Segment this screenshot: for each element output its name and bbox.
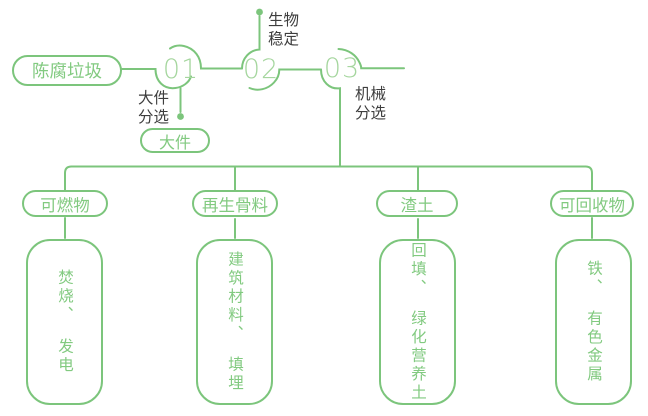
output-text-segment: 发电 [56,337,75,375]
flow-line-source-to-01 [121,68,192,90]
output-text-segment: 填埋 [226,356,245,394]
step-label-bio-stabilization: 生物 稳定 [268,11,299,49]
branch-bar [64,165,593,191]
output-text-segment: 回填、 [409,241,428,298]
output-text-segment: 有色金属 [585,310,604,384]
output-text-segment: 建筑材料、 [226,250,245,344]
step-label-line: 机械 [355,85,387,103]
flow-line-01-to-02 [169,44,243,70]
category-label: 渣土 [400,195,434,215]
output-node-combustibles: 焚烧、 发电 [26,239,103,405]
step-label-line: 分选 [138,108,170,126]
bulky-item-node: 大件 [140,128,210,153]
category-label: 再生骨料 [202,195,268,215]
step-label-line: 大件 [138,89,170,107]
flow-line-03-branch-down [320,68,341,168]
output-text-segment: 焚烧、 [56,269,75,325]
output-node-slag-soil: 回填、 绿化营养土 [379,239,456,405]
step-label-line: 稳定 [268,30,300,48]
bulky-branch-dot [177,113,184,120]
step-label-line: 生物 [268,11,300,29]
step-number-02: 02 [242,54,280,85]
output-text-segment: 绿化营养土 [409,310,428,403]
step-number-03: 03 [323,53,361,84]
flow-line-03-tail [337,48,405,70]
output-node-recycled-aggregate: 建筑材料、 填埋 [196,239,273,405]
step-label-bulky-sorting: 大件 分选 [138,89,169,127]
category-label: 可燃物 [40,195,90,215]
step-label-line: 分选 [355,104,387,122]
category-node-slag-soil: 渣土 [376,190,458,217]
source-node-label: 陈腐垃圾 [32,62,102,82]
output-text-segment: 铁、 [585,260,604,297]
category-label: 可回收物 [559,195,625,215]
source-node: 陈腐垃圾 [12,55,122,86]
bio-branch-dot [256,8,263,16]
output-node-recyclables: 铁、 有色金属 [555,239,632,405]
step-label-mechanical-sorting: 机械 分选 [355,85,386,123]
category-node-recyclables: 可回收物 [550,190,634,217]
bulky-item-label: 大件 [158,132,191,152]
category-node-combustibles: 可燃物 [22,190,108,217]
step-number-01: 01 [162,54,200,85]
flow-line-02-to-03 [248,68,322,91]
category-node-recycled-aggregate: 再生骨料 [192,190,278,217]
flow-line-02-branch-up [241,15,261,70]
